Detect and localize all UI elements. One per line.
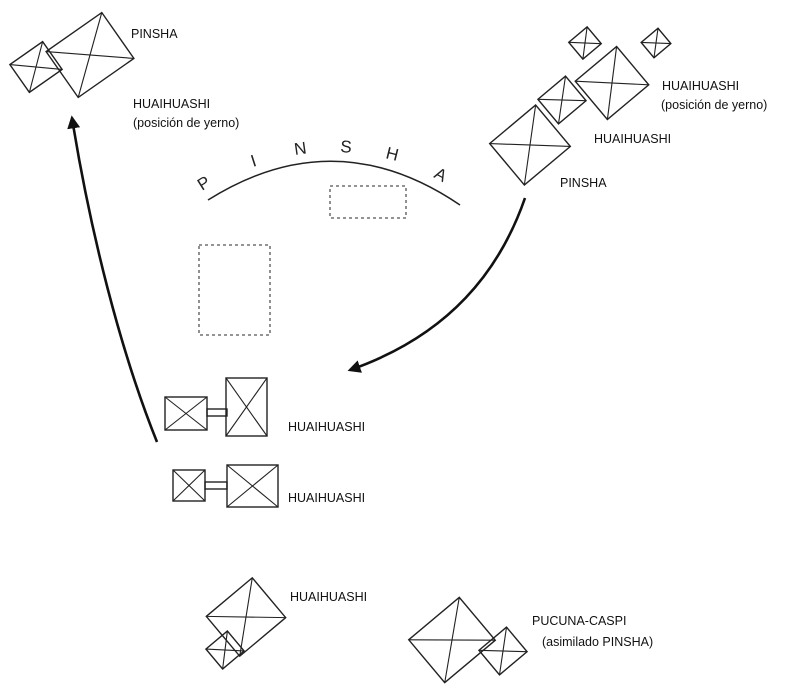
- dashed-area-arc: [329, 185, 407, 219]
- house-large: [226, 464, 279, 508]
- label-huaihuashi-middle-1: HUAIHUASHI: [288, 420, 365, 434]
- house-small: [164, 396, 208, 431]
- house-large: [45, 11, 135, 99]
- label-huaihuashi-bottom: HUAIHUASHI: [290, 590, 367, 604]
- label-asimilado-pinsha: (asimilado PINSHA): [542, 635, 653, 649]
- house-small: [8, 40, 64, 94]
- house-medium-right: [574, 45, 650, 121]
- house-large-right: [488, 104, 572, 186]
- house-small-right: [536, 75, 588, 125]
- house-small: [172, 469, 206, 502]
- label-huaihuashi-middle-2: HUAIHUASHI: [288, 491, 365, 505]
- label-pinsha-top-left: PINSHA: [131, 27, 178, 41]
- house-pair-bottom-right: [407, 596, 529, 684]
- label-pinsha-right: PINSHA: [560, 176, 607, 190]
- house-tiny-1: [567, 25, 603, 61]
- house-large: [205, 576, 287, 658]
- dashed-area-left: [198, 244, 271, 336]
- house-small: [204, 630, 246, 670]
- house-tiny-2: [640, 27, 672, 59]
- house-small: [477, 626, 529, 676]
- house-connector: [206, 408, 228, 417]
- arc-letter-h: H: [384, 143, 401, 164]
- arc-letter-a: A: [431, 164, 451, 186]
- arc-letter-p: P: [194, 172, 214, 194]
- arrow-right-to-middle: [347, 197, 527, 373]
- house-pair-middle-2: [172, 464, 279, 508]
- house-pair-middle-1: [164, 377, 268, 437]
- label-huaihuashi-top-right: HUAIHUASHI: [662, 79, 739, 93]
- label-posicion-yerno-right: (posición de yerno): [661, 98, 767, 112]
- house-pair-top-left: [8, 11, 135, 99]
- house-large: [407, 596, 497, 684]
- label-huaihuashi-top-left: HUAIHUASHI: [133, 97, 210, 111]
- arrow-middle-to-top-left: [67, 115, 159, 443]
- house-cluster-top-right: [488, 25, 672, 186]
- arc-letter-n: N: [293, 138, 308, 159]
- house-connector: [204, 481, 228, 490]
- label-huaihuashi-right-mid: HUAIHUASHI: [594, 132, 671, 146]
- label-posicion-yerno-left: (posición de yerno): [133, 116, 239, 130]
- arc-letter-i: I: [248, 151, 258, 171]
- arc-letter-s: S: [340, 137, 353, 157]
- label-pucuna-caspi: PUCUNA-CASPI: [532, 614, 626, 628]
- pinsha-arc: [207, 160, 461, 206]
- house-large: [225, 377, 268, 437]
- house-pair-bottom-left: [204, 576, 287, 670]
